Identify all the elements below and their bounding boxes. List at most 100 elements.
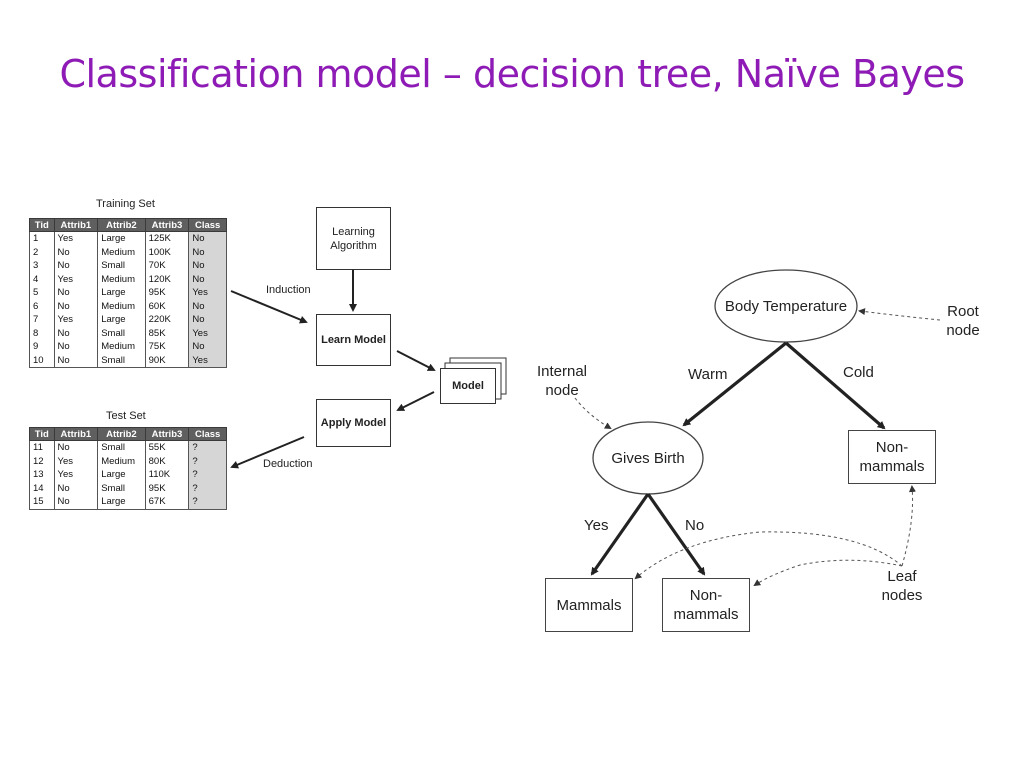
test-set-caption: Test Set [106,410,146,422]
table-cell: 70K [144,259,190,273]
leaf-pointer-nonmammals [753,559,903,587]
table-cell: Medium [97,272,146,286]
table-cell: No [188,259,227,273]
table-cell: Medium [97,454,146,468]
root-pointer [858,308,941,321]
root-node: Body Temperature [724,297,848,315]
table-cell: Small [97,353,146,368]
model-box: Model [440,368,496,404]
table-cell: Small [97,481,146,495]
column-header: Attrib1 [53,427,99,441]
non-mammals-leaf-bottom: Non-mammals [662,578,750,632]
table-cell: 90K [144,353,190,368]
table-cell: No [188,299,227,313]
deduction-arrow [230,436,305,469]
column-header: Attrib3 [144,218,190,232]
column-header: Attrib2 [97,427,146,441]
induction-arrow [230,290,308,324]
warm-edge [682,341,788,427]
no-label: No [685,517,705,534]
table-cell: ? [188,468,227,482]
table-cell: Medium [97,299,146,313]
no-edge [646,493,706,576]
apply-model-box: Apply Model [316,399,391,447]
table-cell: Medium [97,340,146,354]
table-cell: No [188,340,227,354]
yes-edge [590,493,650,576]
table-cell: Large [97,468,146,482]
table-cell: No [188,272,227,286]
yes-label: Yes [584,517,609,534]
table-cell: 125K [144,231,190,246]
slide-title: Classification model – decision tree, Na… [59,52,965,96]
column-header: Attrib3 [144,427,190,441]
internal-pointer [574,397,612,430]
column-header: Tid [29,218,55,232]
table-cell: ? [188,481,227,495]
table-cell: 75K [144,340,190,354]
cold-edge [784,341,886,430]
column-header: Attrib2 [97,218,146,232]
deduction-label: Deduction [263,458,313,470]
table-cell: Large [97,313,146,327]
table-cell: ? [188,454,227,468]
table-cell: 110K [144,468,190,482]
table-cell: No [188,231,227,246]
table-cell: 80K [144,454,190,468]
table-cell: Small [97,326,146,340]
learning-algorithm-box: Learning Algorithm [316,207,391,270]
column-header: Class [188,218,227,232]
table-cell: 60K [144,299,190,313]
table-cell: Yes [188,326,227,340]
table-cell: 67K [144,495,190,510]
table-cell: 100K [144,245,190,259]
column-header: Tid [29,427,55,441]
table-cell: 95K [144,286,190,300]
table-cell: Yes [188,286,227,300]
table-cell: No [188,245,227,259]
table-cell: Large [97,495,146,510]
table-cell: 120K [144,272,190,286]
mammals-leaf: Mammals [545,578,633,632]
column-header: Attrib1 [53,218,99,232]
non-mammals-leaf-top: Non-mammals [848,430,936,484]
root-node-shape [714,269,858,343]
table-cell: 85K [144,326,190,340]
table-cell: 55K [144,440,190,455]
table-cell: Large [97,231,146,246]
table-cell: ? [188,495,227,510]
table-cell: 220K [144,313,190,327]
table-cell: No [188,313,227,327]
column-header: Class [188,427,227,441]
table-cell: Small [97,440,146,455]
gives-birth-node: Gives Birth [611,449,685,467]
leaf-pointer-mammals [634,531,903,580]
leaf-nodes-label: Leaf nodes [881,568,923,604]
learn-to-model-arrow [396,350,436,371]
table-cell: 95K [144,481,190,495]
model-to-apply-arrow [396,391,435,411]
internal-node-label: Internal node [536,363,588,399]
cold-label: Cold [843,364,874,381]
table-cell: Small [97,259,146,273]
